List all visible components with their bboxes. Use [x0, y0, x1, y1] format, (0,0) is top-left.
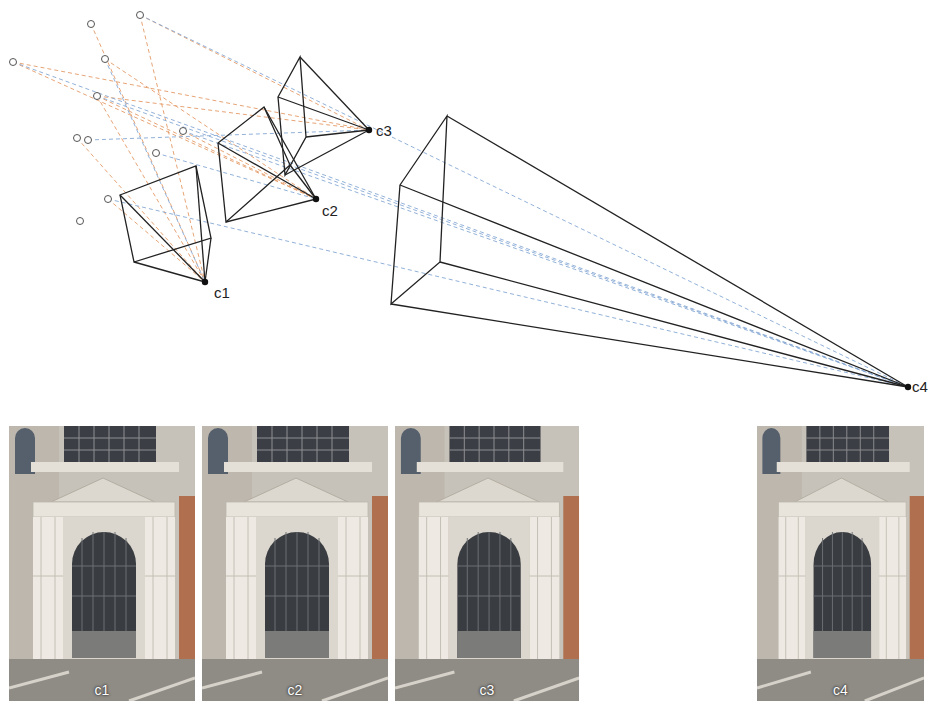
photo-panel: c4: [757, 426, 924, 701]
camera-frustums: [120, 57, 908, 387]
camera-centers: [202, 127, 911, 390]
camera-label: c3: [376, 122, 392, 139]
scene-points: [10, 12, 187, 225]
camera-label: c1: [214, 284, 230, 301]
photo-label: c3: [480, 682, 495, 698]
photo-label: c4: [833, 682, 848, 698]
camera-label: c4: [912, 378, 928, 395]
orange-rays: [13, 15, 369, 282]
photo-illustrations: [9, 426, 924, 701]
photo-label: c1: [95, 682, 110, 698]
photo-panel: c1: [9, 426, 195, 701]
photo-label: c2: [288, 682, 303, 698]
camera-label: c2: [322, 202, 338, 219]
photo-panel: c2: [202, 426, 388, 701]
blue-rays: [13, 15, 908, 387]
photo-panel: c3: [395, 426, 579, 701]
